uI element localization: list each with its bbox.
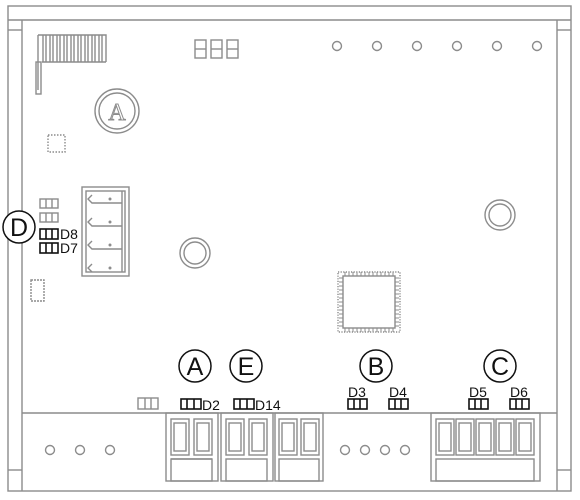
bottom-left-hole-2: [74, 444, 86, 456]
left-component-3: [30, 279, 45, 302]
led-label-d5: D5: [469, 384, 487, 400]
callout-b-circle: [359, 349, 393, 383]
display-segments: [194, 39, 239, 59]
callout-c-circle: [483, 349, 517, 383]
led-d2: [180, 398, 202, 410]
terminal-block-e: [220, 412, 274, 482]
led-d3: [347, 398, 368, 410]
terminal-block-c: [430, 412, 541, 482]
led-d8: [39, 228, 59, 240]
bottom-mid-hole-2: [359, 444, 371, 456]
callout-a-circle: [178, 349, 212, 383]
mounting-boss-right: [484, 199, 516, 231]
callout-e-circle: [229, 349, 263, 383]
bottom-mid-hole-4: [399, 444, 411, 456]
callout-b-letter: B: [368, 353, 385, 381]
led-label-d6: D6: [510, 384, 528, 400]
enclosure-outline: [7, 5, 572, 492]
callout-d-circle: [2, 210, 36, 244]
bottom-mid-hole-3: [379, 444, 391, 456]
small-component-bottom: [137, 397, 159, 410]
led-label-d3: D3: [348, 384, 366, 400]
left-component-2: [39, 212, 59, 223]
brand-logo-letter: A: [108, 100, 126, 126]
four-pin-connector: [81, 186, 130, 277]
bottom-left-hole-1: [44, 444, 56, 456]
callout-d-letter: D: [10, 214, 28, 242]
led-d7: [39, 242, 59, 254]
top-holes: [331, 40, 543, 52]
led-d14: [233, 398, 255, 410]
led-label-d14: D14: [255, 397, 281, 413]
terminal-block-3: [274, 412, 324, 482]
microcontroller-pins: [339, 272, 399, 332]
mounting-boss-left: [179, 237, 211, 269]
callout-c-letter: C: [491, 353, 509, 381]
callout-a-letter: A: [187, 353, 204, 381]
small-chip: [47, 134, 66, 153]
terminal-block-a: [165, 412, 219, 482]
led-d4: [388, 398, 409, 410]
left-component-1: [39, 198, 59, 209]
led-d6: [509, 398, 530, 410]
bottom-left-hole-3: [104, 444, 116, 456]
led-label-d4: D4: [389, 384, 407, 400]
brand-logo: [94, 88, 140, 134]
microcontroller-chip: [337, 271, 401, 333]
callout-e-letter: E: [238, 353, 255, 381]
led-d5: [468, 398, 489, 410]
led-label-d7: D7: [60, 240, 78, 256]
antenna-comb: [35, 34, 107, 95]
led-label-d2: D2: [202, 397, 220, 413]
led-label-d8: D8: [60, 226, 78, 242]
bottom-mid-hole-1: [339, 444, 351, 456]
